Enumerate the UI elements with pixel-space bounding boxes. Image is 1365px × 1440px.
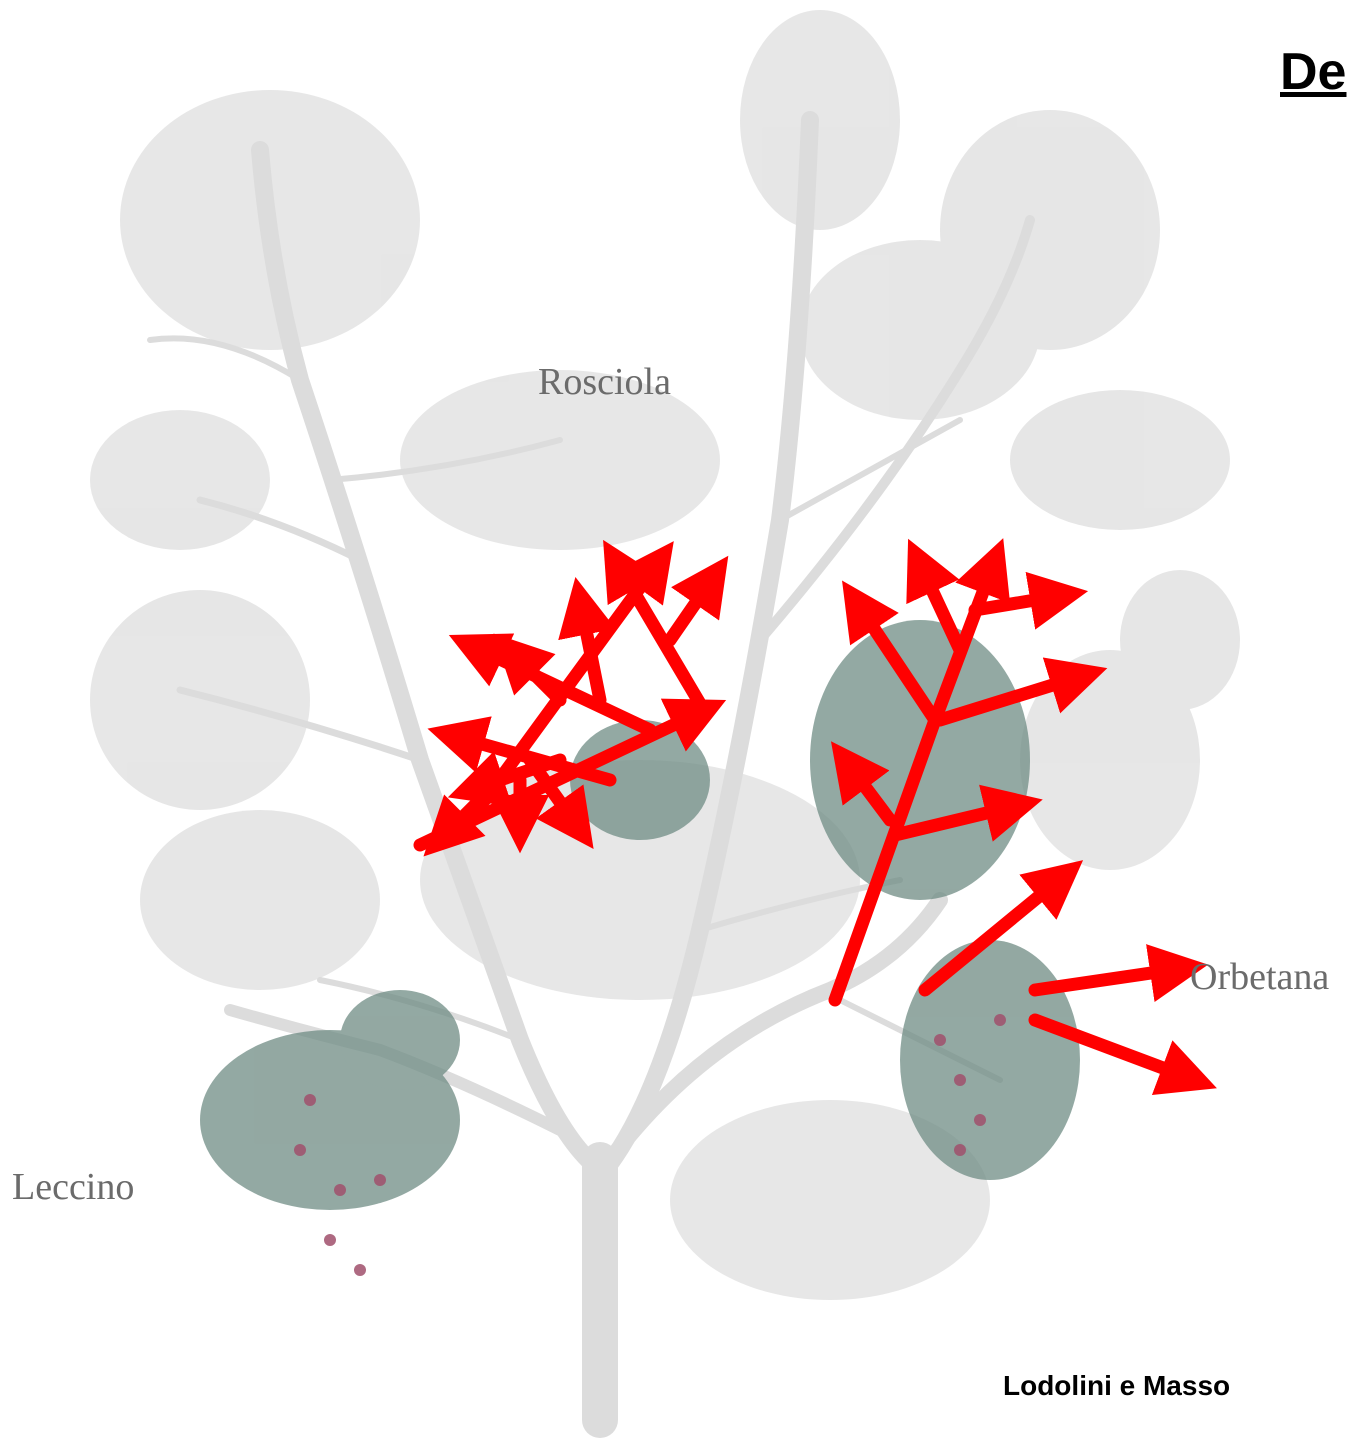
citation-credit: Lodolini e Masso (1003, 1370, 1230, 1402)
cultivar-label-orbetana: Orbetana (1190, 955, 1329, 999)
cultivar-label-rosciola: Rosciola (538, 360, 671, 404)
slide-title: De (1280, 42, 1346, 102)
cultivar-label-leccino: Leccino (12, 1165, 134, 1209)
